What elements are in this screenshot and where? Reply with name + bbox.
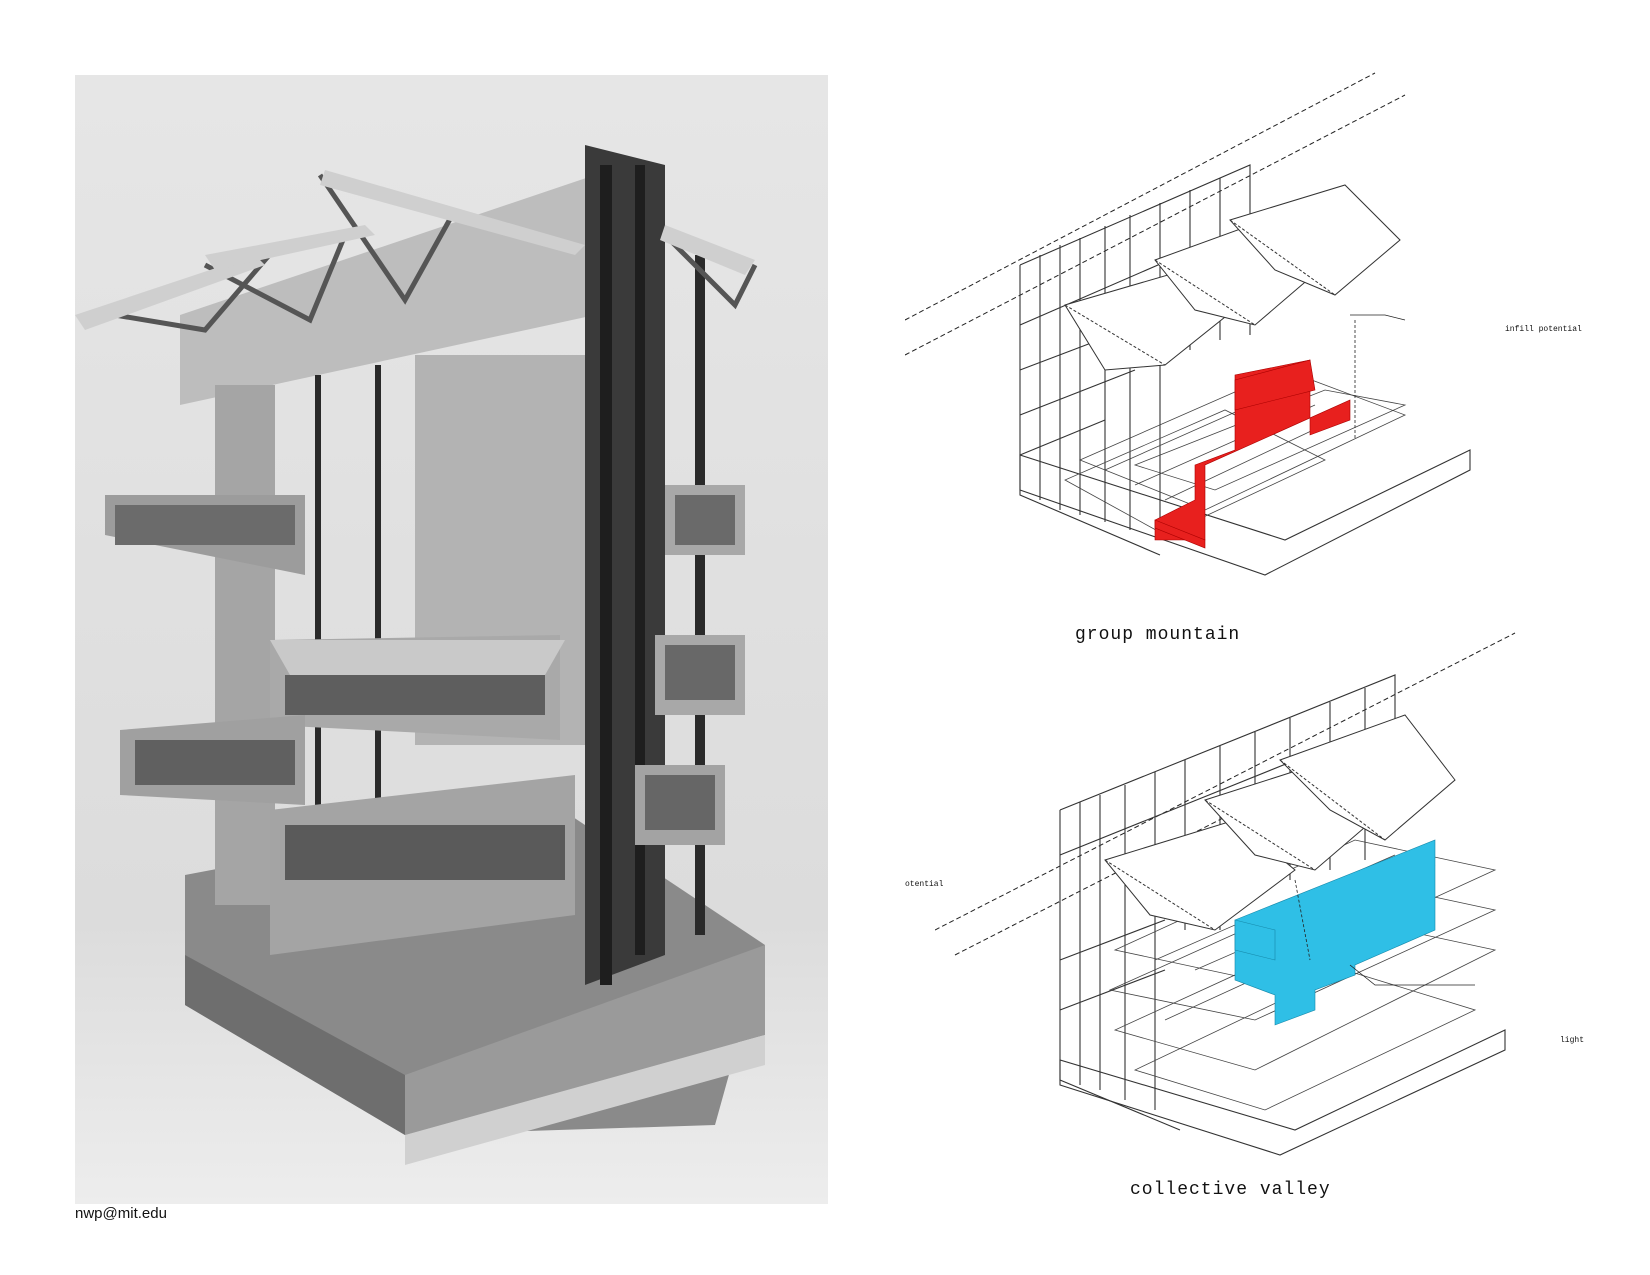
red-infill <box>1154 359 1351 549</box>
blue-void <box>1234 839 1436 1026</box>
annotation-infill-potential: infill potential <box>1505 325 1582 334</box>
caption-collective-valley: collective valley <box>1130 1180 1331 1200</box>
model-photograph <box>75 75 828 1204</box>
axonometric-diagram-bottom <box>935 632 1516 1156</box>
model-boxes <box>105 485 745 955</box>
caption-group-mountain: group mountain <box>1075 625 1241 645</box>
axonometric-diagram-top <box>905 72 1471 576</box>
annotation-light: light <box>1560 1036 1585 1045</box>
contact-email[interactable]: nwp@mit.edu <box>75 1205 167 1222</box>
roof-panels <box>1104 714 1456 931</box>
annotation-partial-potential: otential <box>905 880 944 889</box>
roof-panels <box>1064 184 1401 371</box>
